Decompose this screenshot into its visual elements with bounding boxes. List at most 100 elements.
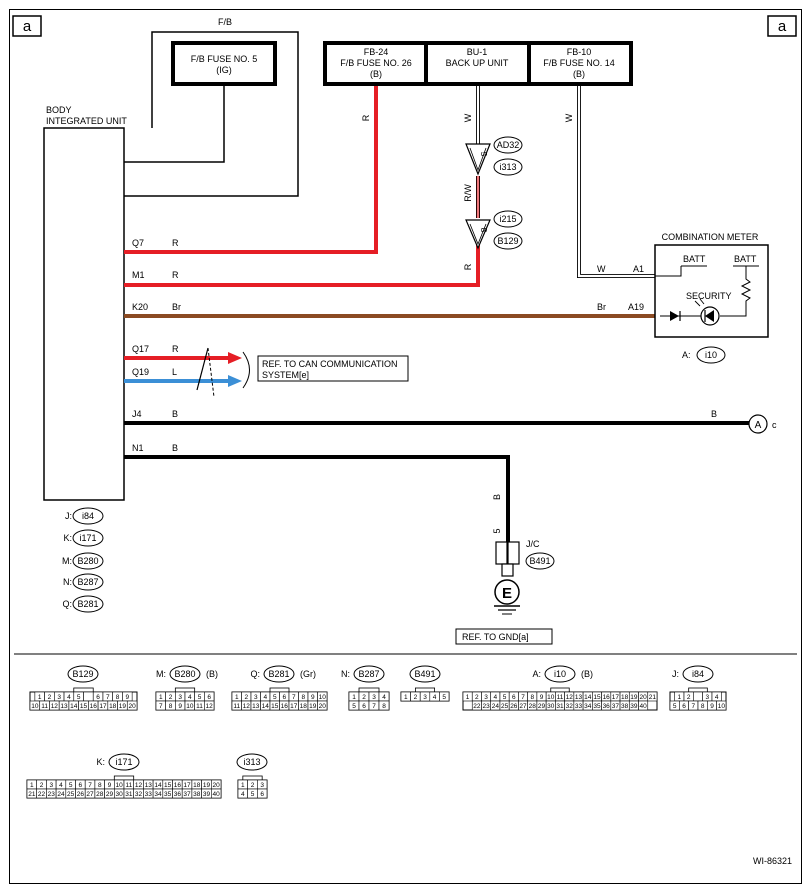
connector-pin: 34 (584, 703, 592, 710)
meter-conn-prefix: A: (682, 350, 691, 360)
ground-letter: E (502, 585, 512, 602)
connector-pin: 4 (241, 791, 245, 798)
connector-pin: 8 (530, 694, 534, 701)
connector-pin: 21 (28, 791, 36, 798)
top-box-group (323, 41, 633, 86)
jc-label: J/C (526, 539, 540, 549)
connector-pin: 37 (612, 703, 620, 710)
fb10-l1: FB-10 (567, 47, 592, 57)
connector-pin: 17 (99, 703, 107, 710)
connector-pin: 5 (273, 694, 277, 701)
connector-pin: 17 (183, 782, 191, 789)
connector-pin: 20 (640, 694, 648, 701)
circle-a-label: A (755, 420, 762, 431)
figure-id: WI-86321 (753, 856, 792, 866)
tag-b129: B129 (497, 236, 518, 246)
corner-box-left (12, 15, 42, 37)
color-m1: R (172, 270, 179, 280)
connector-oval (409, 665, 441, 683)
connector-pin: 10 (718, 703, 726, 710)
connector-pin: 8 (98, 782, 102, 789)
tag-i215-oval (493, 210, 523, 228)
connector-pin: 8 (116, 694, 120, 701)
connector-pin: 1 (678, 694, 682, 701)
connector-pin-cell (83, 691, 94, 702)
connector-pin: 2 (40, 782, 44, 789)
connector-pin: 36 (603, 703, 611, 710)
connector-pin: 10 (116, 782, 124, 789)
connector-pin: 27 (519, 703, 527, 710)
connector-pin: 40 (213, 791, 221, 798)
connector-pin: 9 (540, 694, 544, 701)
wire-q7 (124, 86, 378, 254)
color-q19: L (172, 367, 177, 377)
connector-i215-triangle (465, 219, 491, 250)
connector-latch (688, 687, 708, 693)
fb10-l2: F/B FUSE NO. 14 (543, 58, 615, 68)
color-j4: B (172, 409, 178, 419)
connector-pin: 15 (593, 694, 601, 701)
connector-pin: 3 (49, 782, 53, 789)
connector-pin: 12 (206, 703, 214, 710)
connector-pin: 33 (145, 791, 153, 798)
diode-icon (670, 311, 679, 321)
connector-pin: 27 (86, 791, 94, 798)
connector-pin: 24 (492, 703, 500, 710)
connector-list-prefix: J: (65, 511, 72, 521)
connector-pin-cell (439, 691, 450, 702)
connector-oval (263, 665, 295, 683)
jc-connector-right (507, 541, 520, 565)
pin-j4: J4 (132, 409, 142, 419)
connector-pin: 2 (414, 694, 418, 701)
connector-prefix: K: (96, 757, 105, 767)
connector-pin: 36 (174, 791, 182, 798)
connector-pin: 35 (593, 703, 601, 710)
tag-i313: i313 (499, 162, 516, 172)
connector-pin-cell (647, 691, 658, 702)
connector-pin: 3 (178, 694, 182, 701)
connector-pin: 2 (687, 694, 691, 701)
fb-label: F/B (218, 17, 232, 27)
connector-pin: 12 (135, 782, 143, 789)
pin-q7: Q7 (132, 238, 144, 248)
connector-name: B129 (72, 669, 93, 679)
label-b-gnd: B (492, 494, 502, 500)
meter-conn-oval (696, 346, 726, 364)
connector-pin: 20 (213, 782, 221, 789)
connector-pin: 35 (164, 791, 172, 798)
jc-stem (501, 563, 514, 577)
connector-list-name: i84 (82, 511, 94, 521)
connector-pin: 9 (125, 694, 129, 701)
connector-oval (353, 665, 385, 683)
connector-list-name: B287 (77, 577, 98, 587)
connector-pin: 11 (196, 703, 203, 710)
connector-pin: 10 (186, 703, 194, 710)
connector-pin: 3 (423, 694, 427, 701)
corner-label-left: a (23, 18, 32, 35)
fb24-l2: F/B FUSE NO. 26 (340, 58, 412, 68)
connector-pin: 18 (621, 694, 629, 701)
connector-name: i313 (243, 757, 260, 767)
connector-latch (73, 687, 94, 693)
label-r-low: R (463, 263, 473, 270)
connector-pin: 1 (404, 694, 408, 701)
body-integrated-unit (43, 127, 125, 501)
connector-list-name: B281 (77, 599, 98, 609)
connector-prefix: M: (156, 669, 166, 679)
connector-pin: 16 (281, 703, 289, 710)
connector-pin: 10 (547, 694, 555, 701)
circle-c-label: c (772, 420, 777, 430)
connector-pin: 10 (319, 694, 327, 701)
connector-pin: 12 (243, 703, 251, 710)
connector-oval (682, 665, 714, 683)
connector-name: B280 (174, 669, 195, 679)
resistor-icon (720, 266, 752, 317)
connector-pin: 5 (442, 694, 446, 701)
connector-pin: 3 (706, 694, 710, 701)
connector-pin-cell (716, 700, 727, 711)
connector-name: B281 (268, 669, 289, 679)
connector-latch (174, 687, 196, 693)
